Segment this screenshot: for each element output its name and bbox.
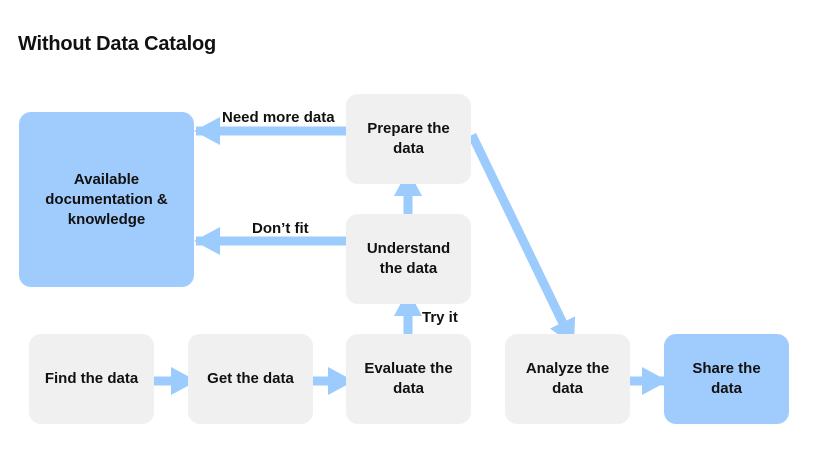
node-label: Available documentation & knowledge (45, 170, 168, 228)
node-label: Get the data (207, 370, 294, 387)
node-available-documentation: Available documentation & knowledge (19, 112, 194, 287)
arrow-prepare-to-analyze (467, 133, 578, 346)
edge-label-try-it: Try it (422, 309, 458, 326)
node-label: Analyze the data (525, 360, 610, 397)
node-find-the-data: Find the data (29, 334, 154, 424)
node-prepare-the-data: Prepare the data (346, 94, 471, 184)
node-label: Understand the data (366, 240, 451, 277)
node-label: Share the data (692, 360, 761, 397)
diagram-title: Without Data Catalog (18, 33, 217, 55)
edge-label-dont-fit: Don’t fit (252, 220, 309, 237)
node-label: Prepare the data (367, 120, 450, 157)
node-get-the-data: Get the data (188, 334, 313, 424)
node-share-the-data: Share the data (664, 334, 789, 424)
node-label: Find the data (44, 370, 139, 387)
node-analyze-the-data: Analyze the data (505, 334, 630, 424)
node-understand-the-data: Understand the data (346, 214, 471, 304)
edge-label-need-more-data: Need more data (222, 109, 335, 126)
node-evaluate-the-data: Evaluate the data (346, 334, 471, 424)
node-label: Evaluate the data (364, 360, 453, 397)
